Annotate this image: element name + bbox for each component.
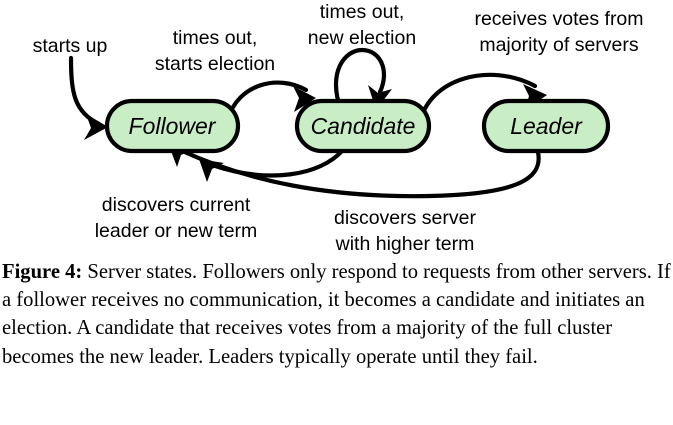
edge-label-candidate-to-leader-line1: receives votes from	[474, 8, 643, 30]
edge-label-candidate-self-line2: new election	[308, 27, 416, 49]
edge-starts-up	[68, 55, 108, 140]
edge-label-candidate-to-follower-line2: leader or new term	[95, 220, 258, 242]
edge-starts-up-arrowhead	[84, 114, 108, 140]
state-diagram: Follower Candidate Leader starts up time…	[33, 1, 644, 255]
edge-label-follower-to-candidate-line1: times out,	[173, 27, 258, 49]
edge-label-leader-to-follower-line1: discovers server	[334, 207, 476, 229]
edge-starts-up-path	[68, 55, 102, 127]
state-node-follower[interactable]: Follower	[104, 98, 241, 154]
edge-candidate-self-loop-path	[334, 47, 386, 113]
state-node-candidate[interactable]: Candidate	[294, 98, 432, 154]
state-node-leader-shape	[481, 98, 611, 154]
figure-caption-label: Figure 4:	[2, 261, 83, 283]
state-node-candidate-label: Candidate	[311, 113, 416, 139]
edge-label-starts-up: starts up	[33, 35, 108, 57]
state-node-candidate-shape	[294, 98, 432, 154]
edge-candidate-to-follower-arrowhead	[199, 159, 224, 182]
edge-follower-to-candidate-arrowhead	[293, 86, 316, 112]
edge-candidate-to-follower	[199, 147, 346, 182]
edge-label-candidate-to-leader-line2: majority of servers	[479, 34, 639, 56]
edge-label-leader-to-follower-line2: with higher term	[335, 233, 475, 255]
edge-label-candidate-self-line1: times out,	[320, 1, 405, 23]
figure-caption-text: Server states. Followers only respond to…	[2, 261, 671, 368]
state-node-leader-label: Leader	[510, 113, 583, 139]
edge-candidate-to-follower-path	[209, 147, 346, 178]
state-node-follower-label: Follower	[129, 113, 217, 139]
edge-label-follower-to-candidate-line2: starts election	[155, 53, 275, 75]
figure-caption: Figure 4: Server states. Followers only …	[2, 258, 671, 371]
edge-label-candidate-to-follower-line1: discovers current	[102, 194, 251, 216]
state-node-follower-shape	[104, 98, 241, 154]
edge-candidate-to-leader-path	[417, 72, 538, 125]
state-node-leader[interactable]: Leader	[481, 98, 611, 154]
